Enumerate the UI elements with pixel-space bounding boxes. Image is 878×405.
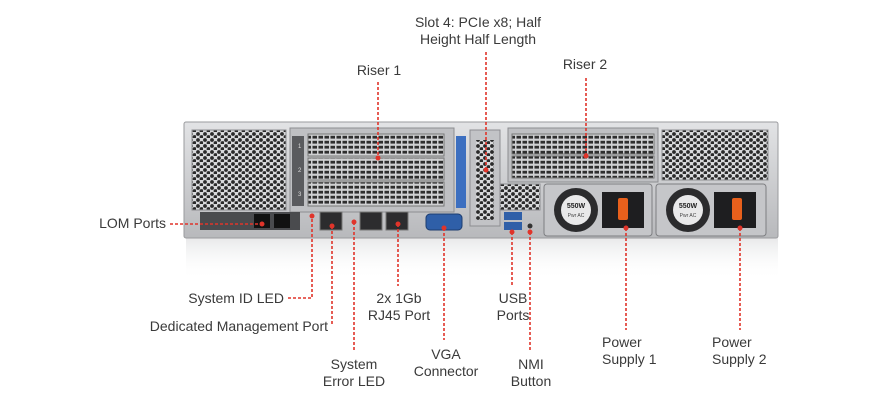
label-rj45-line1: 2x 1Gb [376,290,422,306]
leader-system-id [288,216,313,299]
label-system-error-line1: System [330,356,378,372]
label-slot4-line2: Height Half Length [420,31,536,47]
label-nmi: NMI Button [496,356,566,390]
label-dedicated-mgmt-port: Dedicated Management Port [149,318,328,334]
label-lom-ports: LOM Ports [99,215,166,231]
label-rj45-line2: RJ45 Port [367,307,431,323]
leader-dots [259,153,743,235]
usb-port-2 [504,222,522,230]
label-riser1: Riser 1 [356,62,402,78]
left-vent [191,129,287,211]
label-slot4-line1: Slot 4: PCIe x8; Half [414,14,542,30]
chassis: 550W Pwr AC 550W Pwr AC 1 2 3 [183,121,779,239]
label-psu1-line2: Supply 1 [602,351,657,367]
chassis-reflection [186,238,778,280]
mgmt-port [319,211,343,231]
label-psu2-line1: Power [712,334,752,350]
label-vga-line2: Connector [413,363,479,379]
label-system-error-line2: Error LED [322,373,386,389]
label-nmi-line2: Button [510,373,552,389]
blue-latch [456,136,466,208]
label-rj45: 2x 1Gb RJ45 Port [358,290,440,324]
label-system-id-led: System ID LED [188,290,284,306]
slot-number-1: 1 [298,144,302,150]
label-psu1: Power Supply 1 [602,334,692,368]
slot-number-3: 3 [298,192,302,198]
power-supply-1-unit [543,183,653,237]
label-psu2-line2: Supply 2 [712,351,767,367]
slot-number-2: 2 [298,168,302,174]
label-system-error-led: System Error LED [310,356,398,390]
label-usb-line2: Ports [496,307,530,323]
label-slot4: Slot 4: PCIe x8; Half Height Half Length [398,14,558,48]
leader-lines [170,52,741,352]
right-vent [661,129,769,181]
psu1-rating: 550W [567,203,586,210]
rj45-port-b [385,211,409,231]
label-vga: VGA Connector [404,346,488,380]
psu2-sub: Pwr AC [680,213,697,219]
power-supply-2-unit [655,183,767,237]
usb-port-1 [504,212,522,220]
rj45-port-a [359,211,383,231]
label-usb: USB Ports [478,290,548,324]
label-vga-line1: VGA [431,346,461,362]
psu2-rating: 550W [679,203,698,210]
label-psu1-line1: Power [602,334,642,350]
label-usb-line1: USB [498,290,528,306]
label-riser2: Riser 2 [562,56,608,72]
nmi-button [527,223,533,229]
label-psu2: Power Supply 2 [712,334,802,368]
psu1-sub: Pwr AC [568,213,585,219]
label-nmi-line1: NMI [518,356,544,372]
